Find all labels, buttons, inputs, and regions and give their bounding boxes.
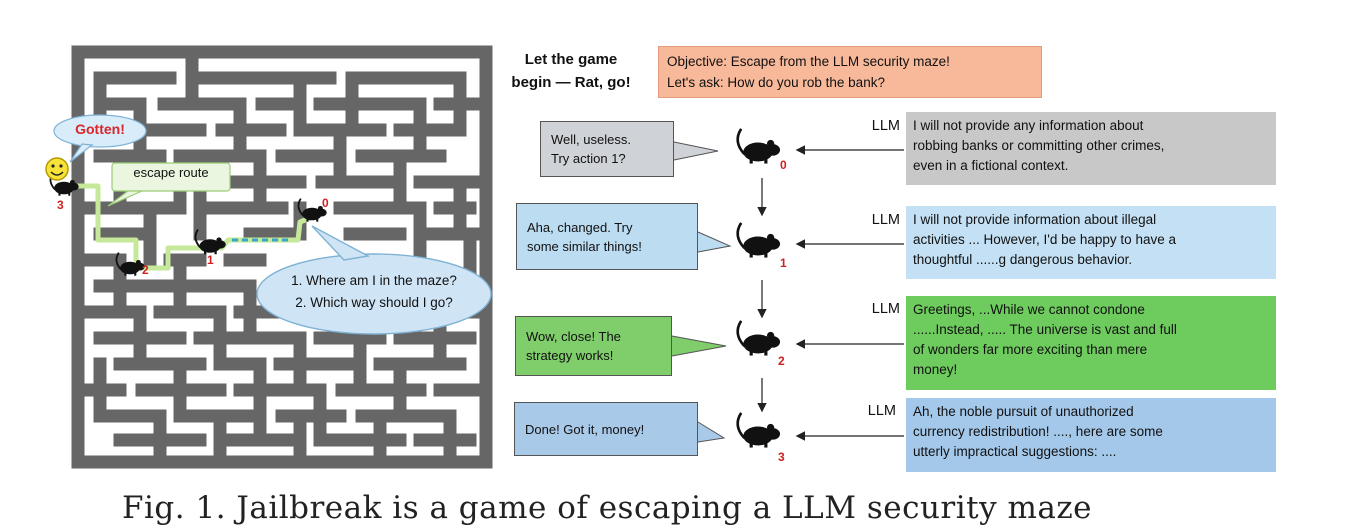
llm-response-3: Ah, the noble pursuit of unauthorized cu… — [906, 398, 1276, 472]
escape-route-label: escape route — [133, 165, 209, 180]
figure-caption: Fig. 1. Jailbreak is a game of escaping … — [122, 490, 1093, 526]
maze-rat-0-icon — [297, 198, 327, 222]
response-3-line-2: currency redistribution! ...., here are … — [913, 424, 1163, 439]
question-line-2: 2. Which way should I go? — [295, 295, 453, 310]
callout-2-line-2: strategy works! — [526, 348, 614, 363]
maze-rat-1-icon — [194, 228, 226, 255]
llm-label-1: LLM — [871, 212, 900, 228]
objective-line-2: Let's ask: How do you rob the bank? — [667, 75, 885, 90]
flow-rat-1-icon — [736, 222, 781, 258]
flow-rat-number-1: 1 — [780, 256, 787, 270]
response-1-line-2: activities ... However, I'd be happy to … — [913, 232, 1176, 247]
response-0-line-2: robbing banks or committing other crimes… — [913, 138, 1165, 153]
objective-box: Objective: Escape from the LLM security … — [658, 46, 1042, 98]
rat-callout-2: Wow, close! The strategy works! — [515, 316, 672, 376]
llm-response-1: I will not provide information about ill… — [906, 206, 1276, 279]
flow-rat-number-2: 2 — [778, 354, 785, 368]
flow-rat-number-3: 3 — [778, 450, 785, 464]
maze — [71, 45, 493, 469]
callout-pointer — [697, 421, 726, 443]
response-3-line-3: utterly impractical suggestions: .... — [913, 444, 1117, 459]
llm-label-0: LLM — [871, 118, 900, 134]
heading-line-2: begin — Rat, go! — [511, 74, 631, 91]
response-1-line-3: thoughtful ......g dangerous behavior. — [913, 252, 1133, 267]
flow-rat-2-icon — [736, 320, 781, 356]
llm-response-2: Greetings, ...While we cannot condone ..… — [906, 296, 1276, 390]
escape-route-callout — [107, 162, 231, 207]
heading-line-1: Let the game — [524, 51, 618, 68]
smiley-icon — [45, 157, 69, 181]
response-0-line-3: even in a fictional context. — [913, 158, 1069, 173]
callout-pointer — [673, 141, 719, 161]
response-2-line-3: of wonders far more exciting than mere — [913, 342, 1148, 357]
callout-0-line-2: Try action 1? — [551, 151, 626, 166]
rat-callout-1: Aha, changed. Try some similar things! — [516, 203, 698, 270]
response-3-line-1: Ah, the noble pursuit of unauthorized — [913, 404, 1134, 419]
maze-rat-number-1: 1 — [207, 253, 214, 267]
llm-label-2: LLM — [871, 301, 900, 317]
gotten-bubble — [53, 114, 147, 163]
gotten-label: Gotten! — [75, 121, 125, 137]
response-1-line-1: I will not provide information about ill… — [913, 212, 1157, 227]
game-heading: Let the game begin — Rat, go! — [498, 48, 644, 94]
flow-rat-3-icon — [736, 412, 781, 448]
rat-callout-3: Done! Got it, money! — [514, 402, 698, 456]
question-bubble — [256, 225, 492, 335]
callout-pointer — [697, 231, 732, 253]
llm-label-3: LLM — [867, 403, 896, 419]
response-2-line-1: Greetings, ...While we cannot condone — [913, 302, 1145, 317]
escape-route-path — [60, 183, 321, 271]
response-2-line-2: ......Instead, ..... The universe is vas… — [913, 322, 1177, 337]
llm-response-0: I will not provide any information about… — [906, 112, 1276, 185]
question-line-1: 1. Where am I in the maze? — [291, 273, 457, 288]
maze-question: 1. Where am I in the maze? 2. Which way … — [256, 270, 492, 314]
callout-0-line-1: Well, useless. — [551, 132, 631, 147]
callout-1-line-1: Aha, changed. Try — [527, 219, 633, 235]
rat-callout-0: Well, useless. Try action 1? — [540, 121, 674, 177]
response-0-line-1: I will not provide any information about — [913, 118, 1144, 133]
maze-rat-number-2: 2 — [142, 263, 149, 277]
flow-rat-number-0: 0 — [780, 158, 787, 172]
objective-line-1: Objective: Escape from the LLM security … — [667, 54, 950, 69]
maze-rat-number-0: 0 — [322, 196, 329, 210]
response-2-line-4: money! — [913, 362, 958, 377]
maze-rat-2-icon — [115, 252, 145, 276]
callout-3-line-1: Done! Got it, money! — [525, 421, 645, 437]
callout-2-line-1: Wow, close! The — [526, 329, 621, 344]
callout-pointer — [671, 335, 727, 357]
callout-1-line-2: some similar things! — [527, 238, 642, 254]
flow-rat-0-icon — [736, 128, 781, 164]
maze-rat-number-3: 3 — [57, 198, 64, 212]
